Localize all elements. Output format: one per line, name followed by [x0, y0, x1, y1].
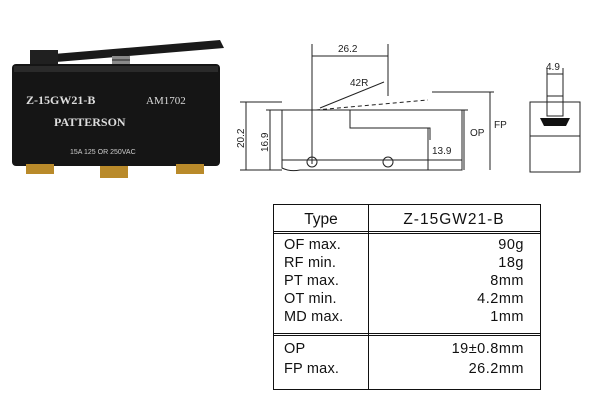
side-actuator-fill [540, 118, 570, 126]
dim-radius-text: 42R [350, 78, 368, 89]
dim-side-width-text: 4.9 [546, 62, 560, 73]
mount-hole-right [382, 156, 394, 168]
row-label: OP [284, 341, 306, 357]
front-body-outline [281, 109, 463, 161]
photo-model-label: Z-15GW21-B [26, 93, 95, 107]
table-head-model: Z-15GW21-B [403, 211, 505, 228]
row-label: OT min. [284, 291, 337, 307]
front-base-rail [281, 148, 463, 172]
table-head-type: Type [304, 211, 338, 228]
terminal-mid [100, 166, 128, 178]
photo-brand-label: PATTERSON [54, 115, 126, 129]
dimension-drawing: 26.2 42R 20.2 16.9 13.9 OP FP 4.9 [236, 44, 581, 173]
table-header-divider [274, 231, 540, 234]
row-value: 8mm [490, 273, 524, 289]
side-body-outline [529, 101, 581, 173]
terminal-right [176, 164, 204, 174]
terminal-left [26, 164, 54, 174]
row-value: 4.2mm [477, 291, 524, 307]
row-value: 26.2mm [468, 361, 524, 377]
table-section-divider [274, 333, 540, 336]
photo-code-label: AM1702 [146, 95, 186, 107]
row-label: OF max. [284, 237, 341, 253]
row-label: MD max. [284, 309, 344, 325]
row-label: FP max. [284, 361, 340, 377]
label-op: OP [470, 128, 485, 139]
row-label: RF min. [284, 255, 337, 271]
dim-body-height-text: 16.9 [260, 132, 271, 152]
row-label: PT max. [284, 273, 340, 289]
row-value: 19±0.8mm [451, 341, 524, 357]
side-plunger [546, 95, 564, 117]
row-value: 18g [498, 255, 524, 271]
spec-table: Type Z-15GW21-B OF max. 90g RF min. 18g … [273, 204, 541, 390]
dim-width-text: 26.2 [338, 44, 358, 55]
table-col-divider [368, 205, 369, 389]
lever-arm [30, 40, 224, 64]
dim-total-height-text: 20.2 [236, 128, 247, 148]
switch-photo: Z-15GW21-B AM1702 PATTERSON 15A 125 OR 2… [12, 40, 224, 178]
dim-lower-height-text: 13.9 [432, 146, 452, 157]
switch-body [12, 64, 220, 166]
photo-rating-label: 15A 125 OR 250VAC [70, 149, 136, 156]
row-value: 1mm [490, 309, 524, 325]
dim-radius-line [319, 81, 385, 109]
row-value: 90g [498, 237, 524, 253]
front-lever-outline [281, 109, 431, 140]
body-highlight [14, 66, 218, 72]
front-roller-line [315, 99, 429, 111]
label-fp: FP [494, 120, 507, 131]
